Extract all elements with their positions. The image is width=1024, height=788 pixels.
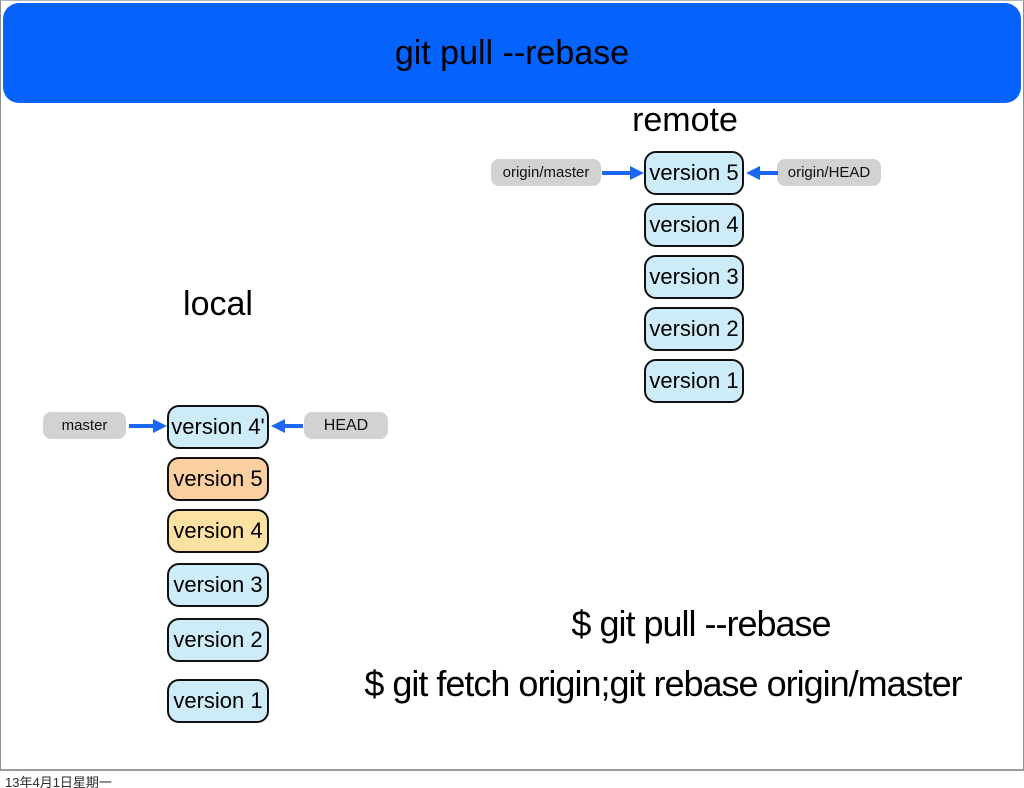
local-heading: local <box>183 285 253 323</box>
remote-commit-version2: version 2 <box>644 307 744 351</box>
master-arrow <box>129 419 167 433</box>
slide-header: git pull --rebase <box>3 3 1021 103</box>
origin-head-arrow <box>746 166 778 180</box>
slide: git pull --rebase remote version 5 versi… <box>0 0 1024 771</box>
command-line-2: $ git fetch origin;git rebase origin/mas… <box>364 663 962 704</box>
command-line-1: $ git pull --rebase <box>571 603 831 644</box>
local-commit-version3: version 3 <box>167 563 269 607</box>
origin-master-arrow <box>602 166 644 180</box>
local-commit-version5: version 5 <box>167 457 269 501</box>
slide-title: git pull --rebase <box>394 33 630 72</box>
local-commit-version1: version 1 <box>167 679 269 723</box>
remote-commit-version4: version 4 <box>644 203 744 247</box>
origin-master-ref-label: origin/master <box>491 159 601 186</box>
remote-commit-version1: version 1 <box>644 359 744 403</box>
origin-head-ref-label: origin/HEAD <box>777 159 881 186</box>
local-commit-version4p: version 4' <box>167 405 269 449</box>
local-commit-version2: version 2 <box>167 618 269 662</box>
head-ref-label: HEAD <box>304 412 388 439</box>
head-arrow <box>271 419 303 433</box>
footer-divider <box>0 769 1024 771</box>
remote-commit-version3: version 3 <box>644 255 744 299</box>
master-ref-label: master <box>43 412 126 439</box>
footer-date: 13年4月1日星期一 <box>5 775 112 788</box>
local-commit-version4: version 4 <box>167 509 269 553</box>
remote-commit-version5: version 5 <box>644 151 744 195</box>
remote-heading: remote <box>632 101 738 139</box>
